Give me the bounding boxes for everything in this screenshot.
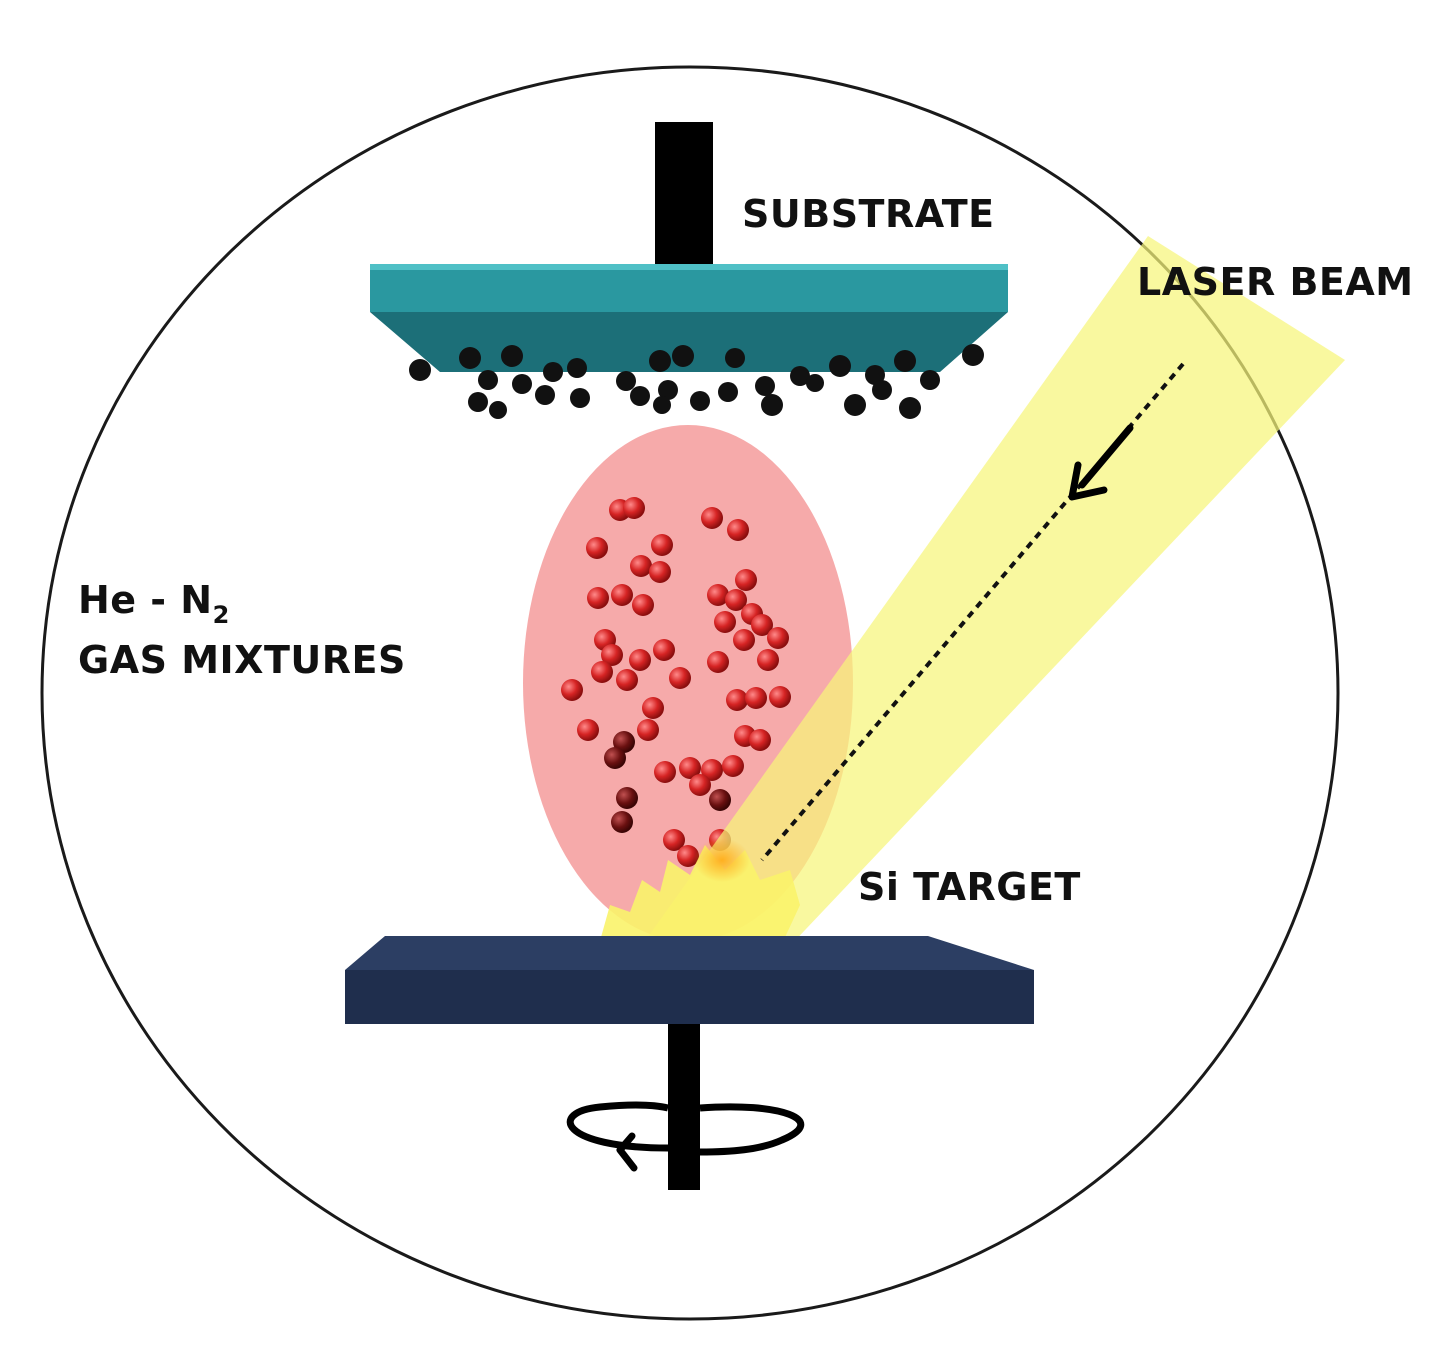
plume-particle [669, 667, 691, 689]
deposited-particle [630, 386, 650, 406]
deposited-particle [725, 348, 745, 368]
plume-particle [733, 629, 755, 651]
deposited-particle [755, 376, 775, 396]
plume-particle [757, 649, 779, 671]
deposited-particle [899, 397, 921, 419]
plume-particle [637, 719, 659, 741]
plume-particle [769, 686, 791, 708]
plume-particles [561, 497, 791, 867]
plume-particle [586, 537, 608, 559]
target-plate [345, 936, 1034, 1024]
plume-particle [751, 614, 773, 636]
plume-particle [642, 697, 664, 719]
plume-particle [677, 845, 699, 867]
plume-particle [630, 555, 652, 577]
deposited-particle [962, 344, 984, 366]
plume-particle [679, 757, 701, 779]
deposited-particle [761, 394, 783, 416]
plume-particle [651, 534, 673, 556]
gas-mixture-label-line1: He - N2 [78, 578, 230, 629]
laser-hotspot [694, 838, 750, 882]
plume-particle [653, 639, 675, 661]
plume-particle [611, 811, 633, 833]
chamber-outline [40, 65, 1340, 1321]
deposited-particle [672, 345, 694, 367]
deposited-particle [894, 350, 916, 372]
deposited-particle [489, 401, 507, 419]
rotation-arrow-icon [566, 1101, 805, 1172]
deposited-particle [790, 366, 810, 386]
plume-particle [701, 759, 723, 781]
deposited-particle [512, 374, 532, 394]
plume-particle [726, 689, 748, 711]
plume-particle [623, 497, 645, 519]
plume-particle [725, 589, 747, 611]
plume-particle [689, 774, 711, 796]
deposited-particle [543, 362, 563, 382]
plume-particle [707, 584, 729, 606]
plume-particle [616, 787, 638, 809]
plume-particle [604, 747, 626, 769]
plume-particle [561, 679, 583, 701]
plume-particle [654, 761, 676, 783]
plume-particle [663, 829, 685, 851]
deposited-particle [567, 358, 587, 378]
plume-particle [629, 649, 651, 671]
substrate-plate [370, 264, 1008, 372]
gas-formula-subscript: 2 [213, 601, 230, 629]
deposited-particle [468, 392, 488, 412]
plume-particle [649, 561, 671, 583]
plume-particle [722, 755, 744, 777]
plume-particle [587, 587, 609, 609]
deposited-particle [844, 394, 866, 416]
deposited-particle [501, 345, 523, 367]
substrate-rod [655, 122, 713, 268]
deposited-particle [872, 380, 892, 400]
target-rod [668, 1024, 700, 1190]
deposited-particle [829, 355, 851, 377]
gas-mixture-label-line2: GAS MIXTURES [78, 638, 406, 682]
deposited-particle [653, 396, 671, 414]
deposited-particle [616, 371, 636, 391]
plume-particle [616, 669, 638, 691]
plume-particle [707, 651, 729, 673]
laser-beam-label: LASER BEAM [1137, 260, 1414, 304]
deposited-particle [865, 365, 885, 385]
si-target-label: Si TARGET [858, 865, 1081, 909]
laser-impact-flash [598, 845, 800, 948]
plume-particle [735, 569, 757, 591]
plume-particle [591, 661, 613, 683]
deposited-particle [658, 380, 678, 400]
plume-particle [714, 611, 736, 633]
plume-particle [632, 594, 654, 616]
deposited-particle [806, 374, 824, 392]
plume-particle [577, 719, 599, 741]
deposited-particle [409, 359, 431, 381]
plume-particle [727, 519, 749, 541]
plume-particle [709, 789, 731, 811]
gas-formula: He - N [78, 578, 213, 622]
plume-particle [611, 584, 633, 606]
plume-particle [701, 507, 723, 529]
plume-particle [613, 731, 635, 753]
deposited-particle [690, 391, 710, 411]
deposited-particle [535, 385, 555, 405]
laser-direction-arrow-icon [1068, 424, 1134, 501]
deposited-particle [478, 370, 498, 390]
deposited-particles [409, 344, 984, 419]
plume-particle [745, 687, 767, 709]
deposited-particle [649, 350, 671, 372]
deposited-particle [920, 370, 940, 390]
deposited-particle [570, 388, 590, 408]
plume-particle [767, 627, 789, 649]
substrate-label: SUBSTRATE [742, 192, 995, 236]
plume-particle [601, 644, 623, 666]
laser-beam [640, 236, 1345, 948]
deposited-particle [459, 347, 481, 369]
plume-particle [749, 729, 771, 751]
deposited-particle [718, 382, 738, 402]
